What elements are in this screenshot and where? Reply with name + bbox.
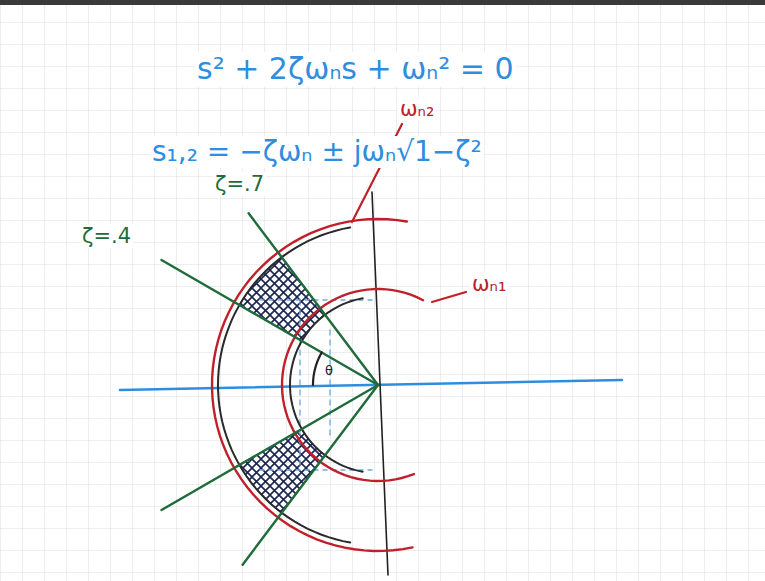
- zeta-line: [243, 385, 378, 565]
- top-edge: [0, 0, 765, 5]
- wn2-curve: [212, 219, 412, 551]
- angle-label: θ: [323, 364, 335, 379]
- frequency-label: ωₙ₁: [470, 272, 508, 296]
- wn-arc-inner: [290, 298, 363, 471]
- damping-label: ζ=.4: [80, 224, 133, 248]
- zeta-line: [161, 385, 378, 510]
- equation: s₁,₂ = −ζωₙ ± jωₙ√1−ζ²: [150, 136, 484, 168]
- equation: s² + 2ζωₙs + ωₙ² = 0: [195, 52, 516, 87]
- zeta-line: [249, 213, 378, 385]
- zeta-line: [161, 260, 378, 385]
- wn-arc-outer: [218, 227, 350, 542]
- frequency-label: ωₙ₂: [398, 97, 436, 121]
- wn1-curve: [282, 289, 423, 481]
- leader-line: [432, 292, 466, 302]
- projection-line: [299, 300, 300, 470]
- angle-arc: [313, 353, 322, 386]
- damping-label: ζ=.7: [213, 172, 266, 196]
